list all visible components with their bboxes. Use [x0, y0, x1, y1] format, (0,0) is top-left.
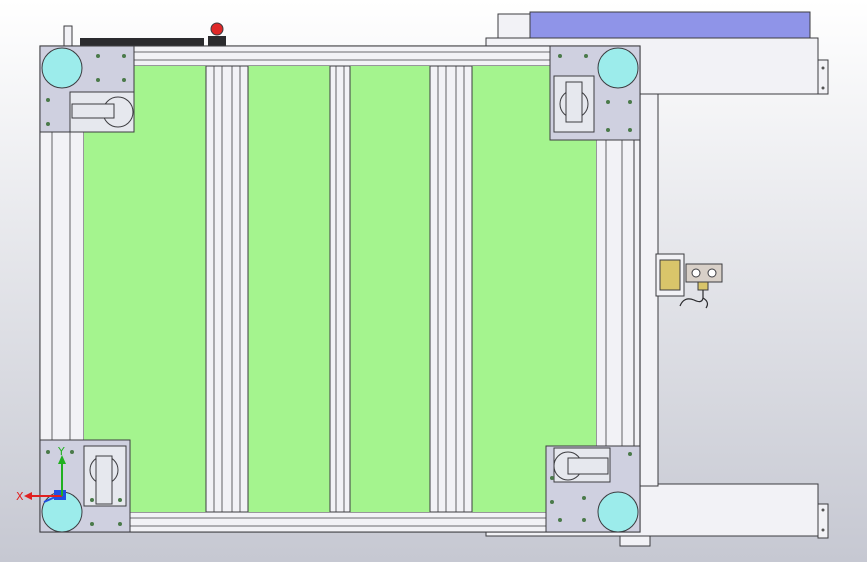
flange-hole	[821, 508, 825, 512]
bolt	[118, 498, 122, 502]
bolt	[606, 100, 610, 104]
sensor-cable	[679, 290, 704, 307]
corner-plate-top-left[interactable]	[39, 45, 135, 133]
sensor-assembly[interactable]	[655, 253, 723, 309]
motor-body	[529, 11, 811, 43]
caster-wheel	[597, 491, 639, 533]
bolt	[96, 54, 100, 58]
caster-wheel-side	[95, 455, 113, 505]
y-axis-arrowhead	[58, 455, 66, 464]
bolt	[558, 518, 562, 522]
green-panel-2[interactable]	[248, 66, 330, 512]
green-panel-1[interactable]	[84, 66, 206, 512]
left-beam	[39, 129, 85, 447]
caster-wheel-side	[71, 103, 115, 119]
extrusion-bar-2	[329, 65, 351, 513]
bolt	[550, 476, 554, 480]
bolt	[550, 500, 554, 504]
corner-plate-top-right[interactable]	[549, 45, 641, 141]
bottom-foot	[619, 535, 651, 547]
top-dark-bar	[80, 38, 204, 46]
bolt	[118, 522, 122, 526]
bolt	[46, 122, 50, 126]
flange-hole	[821, 86, 825, 90]
top-post	[63, 25, 73, 47]
indicator-base	[208, 36, 226, 46]
bolt	[96, 78, 100, 82]
bolt	[582, 496, 586, 500]
sensor-lens-icon	[707, 268, 717, 278]
bolt	[628, 128, 632, 132]
coordinate-triad: X Y	[16, 445, 66, 503]
bolt	[90, 498, 94, 502]
flange-hole	[821, 528, 825, 532]
corner-plate-bottom-left[interactable]	[39, 439, 131, 533]
x-axis-label: X	[16, 490, 24, 503]
bolt	[628, 452, 632, 456]
x-axis-arrowhead	[24, 492, 32, 500]
green-panel-3[interactable]	[350, 66, 430, 512]
bolt	[122, 78, 126, 82]
extrusion-bar-3	[429, 65, 473, 513]
bottom-housing-flange	[817, 503, 829, 539]
bolt	[582, 518, 586, 522]
sensor-connector	[697, 281, 709, 291]
extrusion-bar-1	[205, 65, 249, 513]
sensor-body	[685, 263, 723, 283]
bolt	[46, 450, 50, 454]
right-beam	[595, 139, 635, 447]
flange-hole	[821, 66, 825, 70]
sensor-mount	[659, 259, 681, 291]
green-panels[interactable]	[84, 66, 596, 512]
bolt	[122, 54, 126, 58]
caster-wheel-side	[565, 81, 583, 123]
top-housing-flange	[817, 59, 829, 95]
caster-wheel	[597, 47, 639, 89]
bolt	[70, 450, 74, 454]
motor-mount	[497, 13, 531, 41]
bolt	[46, 98, 50, 102]
indicator-light[interactable]	[210, 22, 224, 36]
bolt	[584, 54, 588, 58]
sensor-lens-icon	[691, 268, 701, 278]
y-axis-label: Y	[57, 445, 65, 458]
corner-plate-bottom-right[interactable]	[545, 445, 641, 533]
bolt	[558, 54, 562, 58]
caster-wheel	[41, 47, 83, 89]
bolt	[606, 128, 610, 132]
sensor-cable-end	[702, 297, 709, 309]
caster-wheel-side	[567, 457, 609, 475]
bolt	[90, 522, 94, 526]
bolt	[628, 100, 632, 104]
top-beam	[79, 45, 601, 67]
bottom-beam	[79, 511, 601, 533]
